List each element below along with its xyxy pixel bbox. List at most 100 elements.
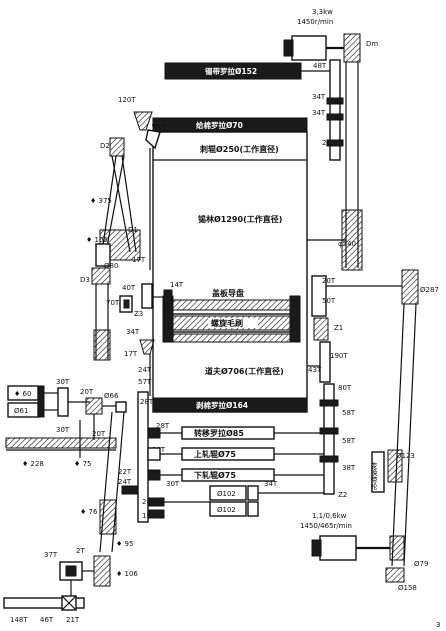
gear-70-core [123,299,130,309]
pulley-228-label: ♦ 228 [22,460,44,468]
right-gear-train: 48T 34T 34T 21T 20T 50T Z1 190T 43T 80T … [264,59,439,592]
gear-lower-cal [147,469,161,481]
upper-calender-label: 上轧辊Ø75 [194,449,236,459]
gear-30d-label: 30T [166,480,180,488]
pulley-95-label: ♦ 95 [116,540,133,548]
pulley-375-label: ♦ 375 [90,197,112,205]
bevel-120 [133,111,153,131]
bottom-rail-gear-x2 [61,595,77,611]
doffer-label: 道夫Ø706(工作直径) [205,366,284,376]
pulley-d3 [91,267,111,285]
corner-mark: 3 [436,621,440,629]
top-motor-pulley-label: Dm [366,40,378,48]
pulley-66 [115,401,127,413]
gear-34a-label: 34T [312,93,326,101]
pulley-80-label: Ø80 [104,262,118,270]
gear-148-label: 148T [10,616,28,624]
licker-bevel [145,129,161,150]
z2-label: Z2 [338,491,347,499]
coiler-b-label: Ø102 [217,506,236,514]
gear-34a [326,97,344,105]
gear-34-label: 34T [126,328,140,336]
gear-190-label: 190T [330,352,348,360]
bottom-motor-body [319,535,357,561]
licker-in-label: 刺辊Ø250(工作直径) [199,144,279,154]
gear-17a-label: 17T [132,256,146,264]
feed-roller-label: 给棉罗拉Ø70 [196,120,243,130]
gear-58b-label: 58T [342,437,356,445]
pulley-79-label: Ø79 [414,560,428,568]
pulley-123 [387,449,403,483]
gear-40 [141,283,153,309]
stripping-roller-bar [152,397,308,413]
doffing-roller-label: 锡带罗拉Ø152 [205,66,257,76]
pulley-106 [93,555,111,587]
top-motor-end [283,39,294,57]
pulley-75-label: ♦ 75 [74,460,91,468]
pulley-61-label: Ø61 [14,407,28,415]
pulley-287-label: Ø287 [420,286,439,294]
pulley-105 [95,243,111,267]
gear-37-label: 37T [44,551,58,559]
gear-30c [147,447,161,461]
pulley-60-label: ♦ 60 [14,390,31,398]
gear-28a-label: 28T [140,398,154,406]
z1-label: Z1 [334,324,343,332]
gear-50-label: 50T [322,297,336,305]
pulley-left-lower [93,329,111,361]
gear-58b [319,427,339,435]
gear-14 [163,289,173,305]
gear-22-label: 22T [118,468,132,476]
gear-21b-label: 21T [66,616,80,624]
pulley-66-label: Ø66 [104,392,119,400]
coiler-gear-b [247,501,259,517]
gear-30b-label: 30T [56,426,70,434]
top-motor-power: 3,3kw [312,8,333,16]
gear-24a-label: 24T [138,366,152,374]
transfer-roller-label: 转移罗拉Ø85 [194,428,244,438]
bottom-rail [3,597,85,609]
pulley-106-label: ♦ 106 [116,570,138,578]
coiler-a-box [209,485,247,501]
right-belt-2-right [403,303,417,567]
pulley-d3-label: D3 [80,276,90,284]
pulley-105-label: ♦ 105 [86,236,108,244]
gear-58a-label: 58T [342,409,356,417]
left-gear-train: 120T D2 ♦ 375 ♦ 105 D1 D3 Ø80 17T 40T 14… [3,96,210,624]
bottom-motor-end [311,539,322,557]
gear-48-label: 48T [313,62,327,70]
gear-21 [326,139,344,147]
flat-guide-label: 盖板导盘 [212,288,244,298]
gear-2-label: 2T [76,547,85,555]
top-motor-speed: 1450r/min [297,18,333,26]
gear-20a-label: 20T [80,388,94,396]
revolving-flats-label: 螺旋毛刷 [211,318,243,328]
change-pulley-box [371,451,385,493]
lower-rollers: 转移罗拉Ø85 上轧辊Ø75 下轧辊Ø75 Ø102 Ø102 [181,426,326,517]
flats-band-top [169,299,295,311]
top-motor: 3,3kw 1450r/min Dm [283,8,378,63]
right-mid-shaft-b [319,341,331,383]
cylinder-label: 锡林Ø1290(工作直径) [198,214,282,224]
gear-28b-label: 28T [156,422,170,430]
right-upper-shaft [329,59,341,161]
gear-20b-label: 20T [92,430,106,438]
bottom-motor-speed: 1450/465r/min [300,522,352,530]
top-motor-pulley [343,33,361,63]
pulley-158-label: Ø158 [398,584,417,592]
flats-band-bottom [169,333,295,343]
gear-19 [147,509,165,519]
change-pulley-label: 变换带轮 [370,461,378,491]
pulley-123-label: Ø123 [396,452,415,460]
pulley-287 [401,269,419,305]
gear-58a [319,399,339,407]
gear-70-label: 70T [106,299,120,307]
pulley-158 [385,567,405,583]
gear-38-label: 38T [342,464,356,472]
pulley-79 [389,535,405,561]
coiler-a-label: Ø102 [217,490,236,498]
right-belt-2-left [391,303,405,567]
gear-38 [319,455,339,463]
